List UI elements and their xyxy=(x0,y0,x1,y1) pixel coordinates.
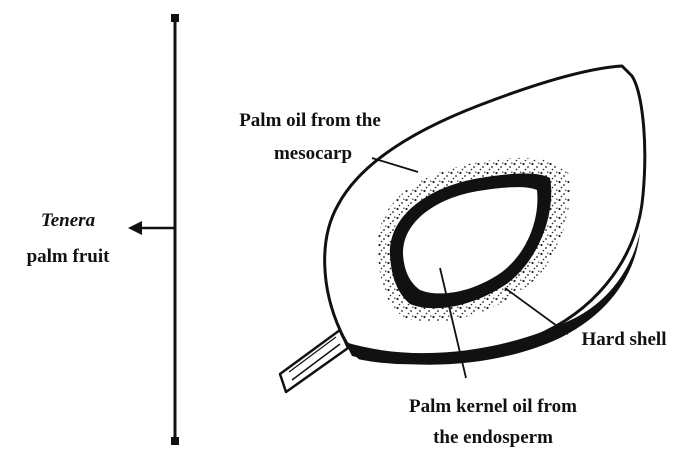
kernel-label-line1: Palm kernel oil from xyxy=(409,396,577,417)
kernel-label-line2: the endosperm xyxy=(433,427,553,448)
bracket xyxy=(171,14,179,445)
stalk-body xyxy=(280,330,348,392)
bracket-bottom-marker xyxy=(171,437,179,445)
fruit-stalk xyxy=(280,330,348,392)
fruit-label-arrow xyxy=(128,221,175,235)
fruit-type-label: palm fruit xyxy=(27,246,111,267)
shell-label: Hard shell xyxy=(582,329,667,350)
fruit-name-label: Tenera xyxy=(41,210,96,231)
arrow-head xyxy=(128,221,142,235)
mesocarp-label-line1: Palm oil from the xyxy=(239,110,381,131)
mesocarp-label-line2: mesocarp xyxy=(274,143,352,164)
bracket-top-marker xyxy=(171,14,179,22)
